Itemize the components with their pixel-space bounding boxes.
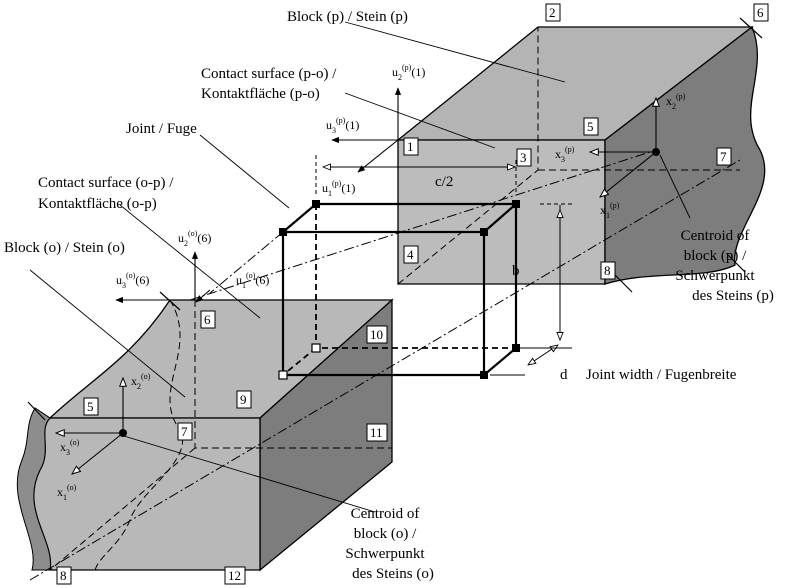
block-p-break-mark-1: [739, 17, 763, 39]
symbol-u2o: u2(o)(6): [178, 229, 211, 248]
symbol-u2p: u2(p)(1): [392, 63, 425, 82]
block-o-curve-hidden: [94, 299, 183, 571]
symbol-x3o: x3(o): [60, 438, 80, 457]
joint-edge-top-left: [282, 203, 317, 233]
symbol-x1p: x1(p): [600, 201, 620, 220]
node-4-p: 4: [407, 247, 414, 262]
block-o: [16, 291, 394, 572]
symbol-u1p: u1(p)(1): [322, 179, 355, 198]
label-joint: Joint / Fuge: [126, 121, 197, 137]
node-3-p: 3: [520, 150, 527, 165]
symbol-u3p: u3(p)(1): [326, 116, 359, 135]
node-number-boxes: [56, 3, 769, 585]
label-dim-b: b: [512, 263, 520, 279]
symbol-x3p: x3(p): [555, 145, 575, 164]
symbol-x2o: x2(o): [131, 372, 151, 391]
label-centroid-o-1: Centroid of: [351, 506, 420, 522]
centroid-p-dot: [652, 148, 660, 156]
label-contact-po-2: Kontaktfläche (p-o): [201, 86, 320, 102]
leaders: [29, 21, 691, 513]
node-7-p: 7: [720, 149, 727, 164]
joint-edge-bottom-right: [483, 347, 517, 376]
node-5-o: 5: [87, 399, 94, 414]
node-8-o: 8: [60, 568, 67, 583]
dimensions: [315, 155, 575, 376]
label-centroid-o-2: block (o) /: [354, 526, 417, 542]
u1p-arrow: [357, 139, 399, 173]
node-1-p: 1: [407, 139, 414, 154]
label-block-o: Block (o) / Stein (o): [4, 240, 125, 256]
block-o-break-mark-1: [159, 291, 181, 311]
block-p-cut-face: [604, 25, 766, 285]
u1o-arrow: [195, 289, 211, 303]
axis-top: [189, 151, 651, 301]
node-10-o: 10: [370, 327, 383, 342]
block-p-front-face: [397, 139, 606, 285]
label-centroid-p-1: Centroid of: [681, 228, 750, 244]
node-8-p: 8: [604, 263, 611, 278]
arrows: [56, 87, 657, 474]
node-numbers: 1 2 3 4 5 6 7 8 6 5 7 8 9 10 11 12: [60, 5, 764, 583]
node-6-o: 6: [204, 312, 211, 327]
label-dim-c2: c/2: [435, 174, 453, 190]
centroid-o-dot: [119, 429, 127, 437]
label-dim-d: d: [560, 367, 568, 383]
label-block-p: Block (p) / Stein (p): [287, 9, 408, 25]
block-o-break-mark-2: [27, 401, 46, 421]
node-2-p: 2: [549, 5, 556, 20]
label-contact-op-2: Kontaktfläche (o-p): [38, 196, 157, 212]
symbol-u3o: u3(o)(6): [116, 271, 149, 290]
label-centroid-p-2: block (p) /: [684, 248, 747, 264]
labels: Block (p) / Stein (p) Contact surface (p…: [4, 9, 774, 582]
node-5-p: 5: [587, 119, 594, 134]
x1p-arrow: [600, 151, 657, 197]
label-centroid-p-3: Schwerpunkt: [675, 268, 755, 284]
block-p: [396, 17, 766, 293]
node-6-p: 6: [757, 5, 764, 20]
symbol-u1o: u1(o)(6): [236, 271, 269, 290]
node-9-o: 9: [240, 392, 247, 407]
joint-edge-top-right: [483, 203, 517, 233]
block-p-break-mark-3: [727, 254, 746, 273]
axis-diag-1: [209, 231, 284, 294]
symbol-x2p: x2(p): [666, 92, 686, 111]
block-o-hidden-edge-2: [49, 447, 196, 571]
label-centroid-o-3: Schwerpunkt: [345, 546, 425, 562]
block-p-break-mark-2: [614, 274, 633, 293]
symbols: u2(p)(1) u3(p)(1) u1(p)(1) u2(o)(6) u3(o…: [57, 63, 686, 502]
symbol-x1o: x1(o): [57, 483, 77, 502]
joint-element: [278, 200, 520, 380]
label-contact-po-1: Contact surface (p-o) /: [201, 66, 337, 82]
node-12-o: 12: [228, 568, 241, 583]
block-o-cut-face: [16, 407, 51, 571]
joint-hidden-edge-2: [282, 347, 317, 376]
label-centroid-p-4: des Steins (p): [692, 288, 774, 304]
label-centroid-o-4: des Steins (o): [352, 566, 434, 582]
label-joint-width: Joint width / Fugenbreite: [586, 367, 737, 383]
x1o-arrow: [72, 432, 124, 474]
node-11-o: 11: [370, 425, 383, 440]
axis-bottom: [29, 159, 741, 581]
node-7-o: 7: [181, 424, 188, 439]
label-contact-op-1: Contact surface (o-p) /: [38, 175, 174, 191]
